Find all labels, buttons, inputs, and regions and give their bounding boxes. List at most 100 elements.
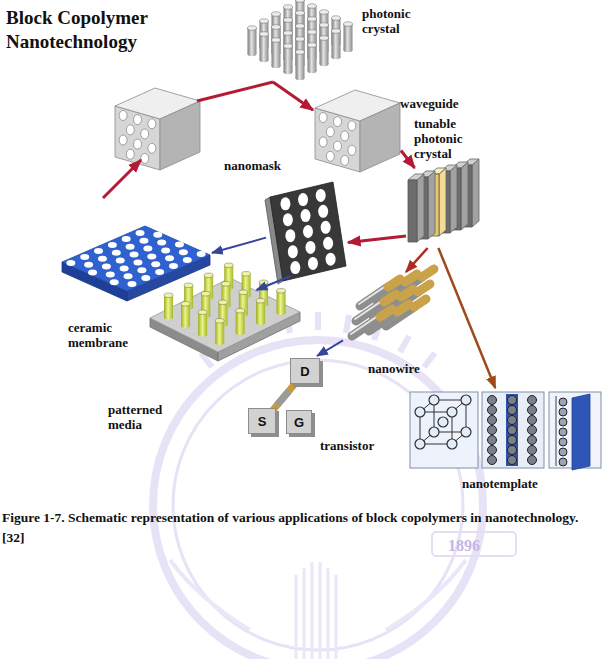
lattice-sphere <box>438 417 448 427</box>
pillar-body <box>344 24 353 50</box>
cylinder-hole <box>134 115 142 125</box>
membrane-pore <box>157 240 166 246</box>
lamella-sphere <box>559 418 567 426</box>
cylinder-end <box>528 426 537 435</box>
cylinder-end <box>508 436 517 445</box>
cylinder-hole <box>148 119 156 129</box>
node-label: tunable photonic crystal <box>414 116 476 161</box>
membrane-pore <box>155 269 164 275</box>
pillar <box>344 22 353 53</box>
media-pillar-top <box>215 319 224 324</box>
pillar-base <box>272 38 281 43</box>
lattice-sphere <box>429 395 439 405</box>
illustration-node: nanowire <box>343 272 433 348</box>
membrane-pore <box>161 247 170 253</box>
pillar <box>332 29 341 60</box>
flow-arrow <box>401 151 415 169</box>
media-pillar-top <box>236 309 245 314</box>
terminal-box: S <box>248 408 276 434</box>
mask-hole <box>303 225 313 238</box>
cylinder-end <box>528 416 537 425</box>
slab-side <box>472 159 479 227</box>
mask-hole <box>301 209 311 222</box>
slab-side <box>428 171 435 239</box>
membrane-pore <box>84 262 93 268</box>
membrane-pore <box>153 232 162 238</box>
pillar-top <box>332 16 341 21</box>
pillar <box>248 26 257 57</box>
lattice-sphere <box>415 407 425 417</box>
node-label: photonic crystal <box>362 6 424 36</box>
membrane-pore <box>197 251 206 257</box>
pillar-base <box>308 30 317 35</box>
pillar-base <box>296 37 305 42</box>
watermark-tower <box>296 562 336 659</box>
illustration-node: waveguide <box>313 86 401 172</box>
lattice-sphere <box>415 439 425 449</box>
cylinder-end <box>508 406 517 415</box>
media-pillar-body <box>181 304 190 326</box>
node-label: waveguide <box>400 96 480 111</box>
flow-arrow <box>317 340 343 356</box>
flow-arrow <box>273 82 313 110</box>
pillar-top <box>308 43 317 48</box>
cylinder-hole <box>334 117 342 127</box>
mask-hole <box>316 189 326 202</box>
pillar-top <box>272 12 281 17</box>
pillar-base <box>296 50 305 55</box>
media-pillar-body <box>198 312 207 334</box>
lamella-sphere <box>559 398 567 406</box>
pillar <box>272 38 281 69</box>
cylinder-end <box>488 396 497 405</box>
membrane-pore <box>141 275 150 281</box>
pillar-top <box>284 5 293 10</box>
template-band <box>506 394 518 466</box>
media-pillar <box>164 293 173 320</box>
cylinder-end <box>488 456 497 465</box>
node-label: nanotemplate <box>462 476 572 491</box>
cylinder-hole <box>119 135 127 145</box>
node-label: nanowire <box>368 361 448 376</box>
membrane-pore <box>147 253 156 259</box>
cylinder-end <box>488 406 497 415</box>
pillar-top <box>320 36 329 41</box>
channel-wire-core <box>277 391 289 405</box>
pillar-top <box>308 30 317 35</box>
cylinder-hole <box>326 151 334 161</box>
membrane-pore <box>108 242 117 248</box>
cylinder-end <box>528 436 537 445</box>
mask-hole <box>288 245 298 258</box>
cylinder-hole <box>334 141 342 151</box>
membrane-pore <box>133 259 142 265</box>
slab-side <box>439 168 446 236</box>
cylinder-end <box>508 456 517 465</box>
lamella-sphere <box>559 428 567 436</box>
media-pillar-body <box>256 301 265 323</box>
lattice-sphere <box>447 439 457 449</box>
mask-hole <box>318 205 328 218</box>
mask-hole <box>308 257 318 270</box>
lattice-sphere <box>447 407 457 417</box>
lamella-line <box>556 396 557 466</box>
pillar-body <box>296 52 305 78</box>
slab-front <box>408 180 417 242</box>
flow-arrow <box>406 248 428 272</box>
watermark-banner <box>432 532 516 556</box>
cylinder-hole <box>119 110 127 120</box>
flow-arrow <box>257 276 291 290</box>
slab-side <box>417 174 424 242</box>
watermark-ring <box>153 340 483 659</box>
media-pillar <box>277 289 286 316</box>
membrane-pore <box>88 270 97 276</box>
pillar-top <box>332 29 341 34</box>
cylinder-hole <box>341 155 349 165</box>
node-label: nanomask <box>224 158 296 173</box>
illustration-node: patterned media <box>148 290 303 366</box>
pillar-top <box>320 10 329 15</box>
mask-plate <box>270 182 346 281</box>
cylinder-end <box>528 406 537 415</box>
media-pillar <box>256 299 265 326</box>
slab-side <box>450 165 457 233</box>
